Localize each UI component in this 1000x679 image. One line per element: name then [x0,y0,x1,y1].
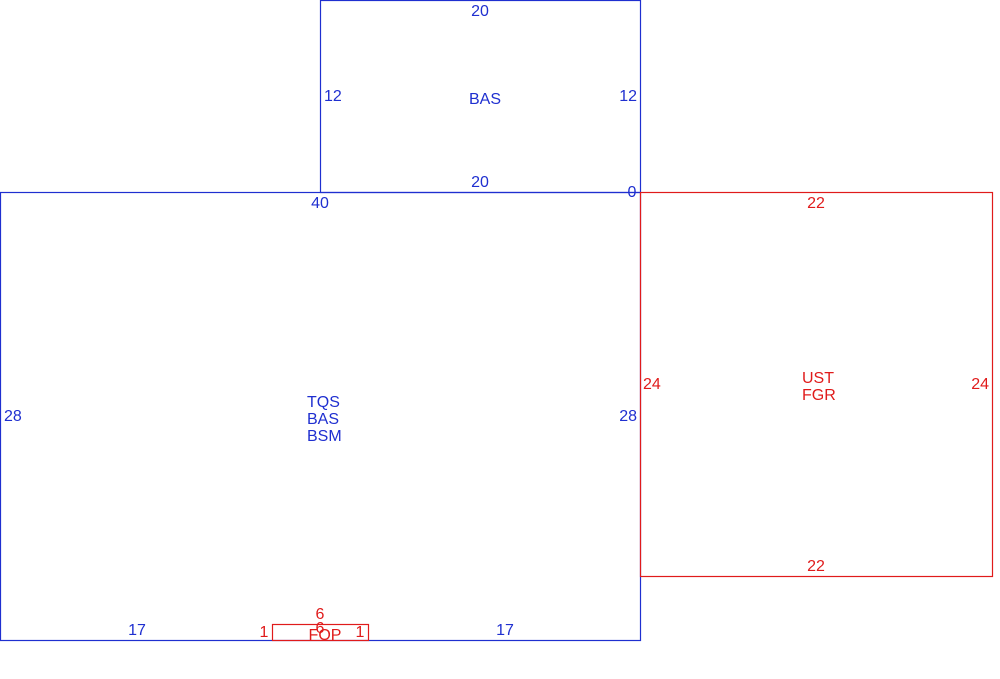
main-area-bottom-left-dimension: 17 [128,622,146,639]
main-area-right-dimension: 28 [619,408,637,425]
upper-bas-left-dimension: 12 [324,88,342,105]
garage-label-2: FGR [802,387,836,404]
garage-outline [639,191,994,578]
garage-right-dimension: 24 [971,376,989,393]
porch-label: FOP [309,627,342,644]
upper-bas-bottom-dimension: 20 [471,174,489,191]
main-area-bottom-right-dimension: 17 [496,622,514,639]
main-area-label-3: BSM [307,428,342,445]
porch-outline [271,623,370,642]
main-area-left-dimension: 28 [4,408,22,425]
upper-bas-right-dimension: 12 [619,88,637,105]
garage-label-1: UST [802,370,834,387]
porch-right-dimension: 1 [356,624,365,641]
garage-bottom-dimension: 22 [807,558,825,575]
porch-inner-dimension: 6 [316,620,325,637]
main-area-top-dimension: 40 [311,195,329,212]
main-area-label-2: BAS [307,411,339,428]
upper-bas-label: BAS [469,91,501,108]
upper-bas-top-dimension: 20 [471,3,489,20]
garage-left-dimension: 24 [643,376,661,393]
porch-left-dimension: 1 [260,624,269,641]
corner-zero-dimension: 0 [628,184,637,201]
main-area-label-1: TQS [307,394,340,411]
porch-top-dimension: 6 [316,606,325,623]
garage-top-dimension: 22 [807,195,825,212]
